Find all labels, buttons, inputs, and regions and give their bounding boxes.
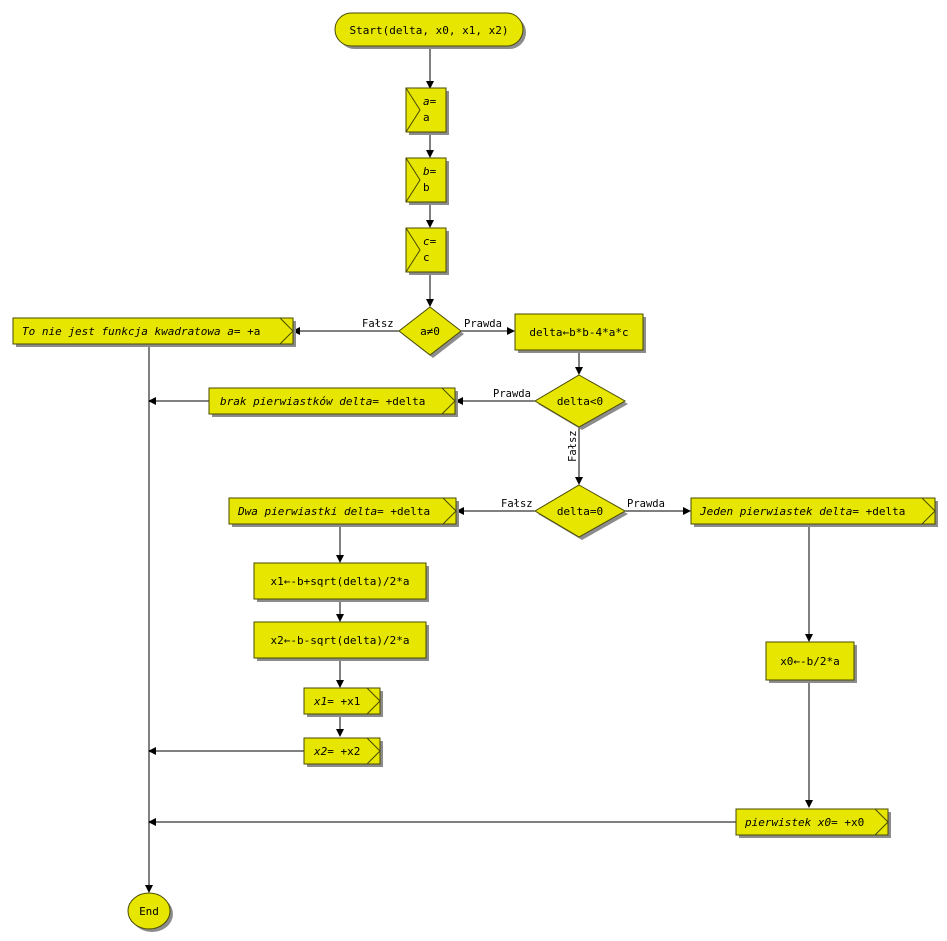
svg-text:To nie jest funkcja kwadratowa: To nie jest funkcja kwadratowa a= +a — [22, 325, 260, 338]
calc-x1-label: x1←-b+sqrt(delta)/2*a — [270, 575, 409, 588]
input-b-node: b= b — [405, 157, 449, 205]
output-two-roots-prefix: Dwa pierwiastki delta= — [237, 505, 384, 518]
input-b-prompt: b= — [423, 165, 437, 178]
output-x2-suffix: +x2 — [334, 745, 361, 758]
decision-delta-lt-node: delta<0 — [534, 374, 628, 430]
output-two-roots-node: Dwa pierwiastki delta= +delta — [228, 497, 459, 527]
input-b-var: b — [423, 181, 430, 194]
calc-delta-node: delta←b*b-4*a*c — [514, 313, 646, 353]
output-one-root-prefix: Jeden pierwiastek delta= — [699, 505, 859, 518]
edges — [145, 47, 813, 893]
calc-x2-node: x2←-b-sqrt(delta)/2*a — [253, 621, 429, 661]
svg-text:x1= +x1: x1= +x1 — [313, 695, 360, 708]
decision-delta-eq-label: delta=0 — [557, 505, 603, 518]
calc-delta-label: delta←b*b-4*a*c — [529, 326, 628, 339]
label-dec-eq-false: Fałsz — [501, 498, 533, 510]
svg-text:x2= +x2: x2= +x2 — [313, 745, 360, 758]
output-no-roots-prefix: brak pierwiastków delta= — [220, 395, 379, 408]
output-x1-node: x1= +x1 — [303, 687, 383, 717]
label-dec-lt-true: Prawda — [493, 388, 531, 400]
output-x2-node: x2= +x2 — [303, 737, 383, 767]
input-a-var: a — [423, 111, 430, 124]
output-x1-suffix: +x1 — [334, 695, 361, 708]
output-not-quadratic-node: To nie jest funkcja kwadratowa a= +a — [12, 317, 296, 347]
calc-x0-label: x0←-b/2*a — [780, 655, 840, 668]
calc-x0-node: x0←-b/2*a — [765, 641, 857, 683]
output-x0-node: pierwistek x0= +x0 — [735, 808, 891, 838]
output-x2-prefix: x2= — [313, 745, 334, 758]
input-c-prompt: c= — [423, 235, 437, 248]
output-one-root-node: Jeden pierwiastek delta= +delta — [690, 497, 938, 527]
label-dec-lt-false: Fałsz — [567, 430, 579, 462]
input-a-prompt: a= — [423, 95, 437, 108]
svg-text:brak pierwiastków delta= +delt: brak pierwiastków delta= +delta — [220, 395, 425, 408]
start-node: Start(delta, x0, x1, x2) — [334, 12, 526, 49]
edge-labels: Fałsz Prawda Prawda Fałsz Fałsz Prawda — [362, 318, 665, 510]
output-two-roots-suffix: +delta — [384, 505, 430, 518]
svg-text:Jeden pierwiastek delta= +delt: Jeden pierwiastek delta= +delta — [699, 505, 905, 518]
output-x0-prefix: pierwistek x0= — [744, 816, 838, 829]
output-x0-suffix: +x0 — [838, 816, 865, 829]
input-a-node: a= a — [405, 87, 449, 135]
decision-delta-eq-node: delta=0 — [534, 484, 628, 540]
svg-text:pierwistek x0= +x0: pierwistek x0= +x0 — [744, 816, 864, 829]
output-x1-prefix: x1= — [313, 695, 334, 708]
output-not-quadratic-suffix: +a — [241, 325, 261, 338]
output-no-roots-node: brak pierwiastków delta= +delta — [208, 387, 458, 417]
end-node: End — [127, 892, 173, 932]
input-c-node: c= c — [405, 227, 449, 275]
end-label: End — [139, 905, 159, 918]
decision-delta-lt-label: delta<0 — [557, 395, 603, 408]
label-dec-eq-true: Prawda — [627, 498, 665, 510]
decision-a-node: a≠0 — [398, 306, 464, 358]
output-no-roots-suffix: +delta — [379, 395, 425, 408]
calc-x2-label: x2←-b-sqrt(delta)/2*a — [270, 634, 409, 647]
label-dec-a-false: Fałsz — [362, 318, 394, 330]
input-c-var: c — [423, 251, 430, 264]
calc-x1-node: x1←-b+sqrt(delta)/2*a — [253, 562, 429, 602]
svg-text:Dwa pierwiastki delta= +delta: Dwa pierwiastki delta= +delta — [237, 505, 430, 518]
decision-a-label: a≠0 — [420, 325, 440, 338]
output-not-quadratic-prefix: To nie jest funkcja kwadratowa a= — [22, 325, 241, 338]
start-label: Start(delta, x0, x1, x2) — [350, 24, 509, 37]
output-one-root-suffix: +delta — [859, 505, 905, 518]
label-dec-a-true: Prawda — [464, 318, 502, 330]
